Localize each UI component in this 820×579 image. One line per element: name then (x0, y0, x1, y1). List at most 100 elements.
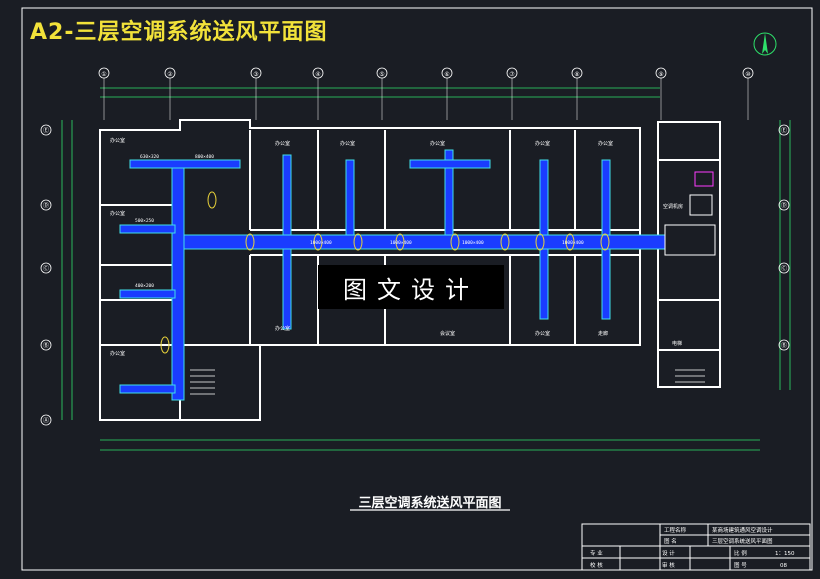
tb-project-value: 某商场建筑通风空调设计 (712, 526, 773, 534)
branch-duct-n1 (282, 154, 292, 236)
axis-bubble (40, 199, 52, 211)
duct-label: 1000×400 (562, 240, 584, 246)
tb-drawing-value: 三层空调系统送风平面图 (712, 537, 773, 545)
axis-label: ② (167, 71, 173, 78)
room-labels: 办公室 办公室 办公室 办公室 办公室 办公室 办公室 办公室 会议室 办公室 … (110, 137, 683, 357)
main-duct (174, 234, 666, 250)
branch-duct-w1 (119, 224, 176, 234)
branch-duct-s5 (601, 248, 611, 320)
room-label: 走廊 (598, 330, 608, 337)
branch-duct-w3 (119, 384, 176, 394)
branch-duct-w2 (119, 289, 176, 299)
branch-duct-s1 (282, 248, 292, 330)
branch-duct-s4 (539, 248, 549, 320)
axis-label: Ⓐ (43, 417, 49, 425)
damper-icon (245, 233, 255, 251)
duct-label: 500×250 (135, 218, 154, 224)
duct-label: 1000×400 (310, 240, 332, 246)
damper-icon (395, 233, 405, 251)
axis-label: ⑩ (745, 71, 750, 78)
drawing-caption: 三层空调系统送风平面图 (358, 496, 502, 511)
axis-bubble (40, 414, 52, 426)
axis-label: ④ (315, 71, 320, 78)
damper-symbols (160, 191, 610, 354)
room-label: 会议室 (440, 330, 455, 337)
page-title: A2-三层空调系统送风平面图 (30, 20, 328, 45)
duct-label: 800×400 (195, 154, 214, 160)
damper-icon (160, 336, 170, 354)
branch-duct-n2 (345, 159, 355, 236)
dimension-lines (61, 87, 791, 451)
axis-bubble (778, 199, 790, 211)
room-label: 办公室 (535, 330, 550, 337)
stair-symbol (190, 369, 705, 395)
axis-bubble (40, 339, 52, 351)
room-label: 办公室 (430, 140, 445, 147)
room-label: 办公室 (110, 350, 125, 357)
axis-label: ⑤ (379, 71, 384, 78)
duct-label: 400×200 (135, 283, 154, 289)
tb-sheet-label: 图 号 (734, 561, 747, 569)
axis-label: Ⓓ (43, 202, 49, 210)
axis-bubble (778, 124, 790, 136)
duct-label: 1000×400 (462, 240, 484, 246)
axis-label: ⑦ (509, 71, 515, 78)
damper-icon (600, 233, 610, 251)
tb-drawing-label: 图 名 (664, 537, 677, 545)
tb-scale-label: 比 例 (734, 549, 747, 557)
room-label: 空调机房 (663, 203, 683, 210)
air-handling-unit (664, 171, 716, 256)
tb-project-label: 工程名称 (664, 526, 687, 534)
room-label: 办公室 (598, 140, 613, 147)
axis-label: ⑥ (444, 71, 449, 78)
axis-label: ⑨ (658, 71, 663, 78)
room-label: 办公室 (275, 140, 290, 147)
branch-duct-n3h (409, 159, 491, 169)
room-label: 电梯 (672, 340, 682, 347)
damper-icon (313, 233, 323, 251)
axis-label: ① (101, 71, 106, 78)
axis-label: Ⓑ (781, 342, 787, 350)
drawing-border (21, 7, 813, 571)
damper-icon (565, 233, 575, 251)
room-label: 办公室 (110, 137, 125, 144)
axis-label: ⑧ (574, 71, 579, 78)
axis-bubble (778, 339, 790, 351)
axis-bubble (40, 124, 52, 136)
damper-icon (500, 233, 510, 251)
watermark-banner: 图文设计 (318, 265, 504, 309)
damper-icon (535, 233, 545, 251)
tb-row-label-3: 审 核 (662, 561, 675, 569)
damper-icon (207, 191, 217, 209)
room-label: 办公室 (535, 140, 550, 147)
supply-duct-system (119, 149, 666, 401)
axis-bubble (778, 262, 790, 274)
room-label: 办公室 (275, 325, 290, 332)
axis-label: Ⓒ (781, 265, 787, 273)
room-label: 办公室 (340, 140, 355, 147)
tb-row-label-0: 专 业 (590, 549, 603, 557)
duct-size-labels: 1000×400 1000×400 1000×400 1000×400 800×… (135, 154, 584, 289)
axis-label: Ⓔ (781, 127, 787, 135)
axis-bubble (40, 262, 52, 274)
title-block (581, 523, 811, 571)
duct-label: 1000×400 (390, 240, 412, 246)
damper-icon (450, 233, 460, 251)
tb-sheet-value: 08 (780, 563, 787, 569)
axis-label: Ⓑ (43, 342, 49, 350)
riser-duct-west (171, 159, 185, 401)
axis-label: Ⓒ (43, 265, 49, 273)
branch-duct-nw (129, 159, 241, 169)
north-arrow-icon (753, 32, 777, 56)
title-block-text: 工程名称 某商场建筑通风空调设计 图 名 三层空调系统送风平面图 专 业 设 计… (590, 526, 795, 569)
branch-duct-n3 (444, 149, 454, 236)
axis-label: Ⓔ (43, 127, 49, 135)
tb-scale-value: 1：150 (775, 551, 795, 557)
branch-duct-n5 (601, 159, 611, 236)
damper-icon (353, 233, 363, 251)
duct-label: 630×320 (140, 154, 159, 160)
